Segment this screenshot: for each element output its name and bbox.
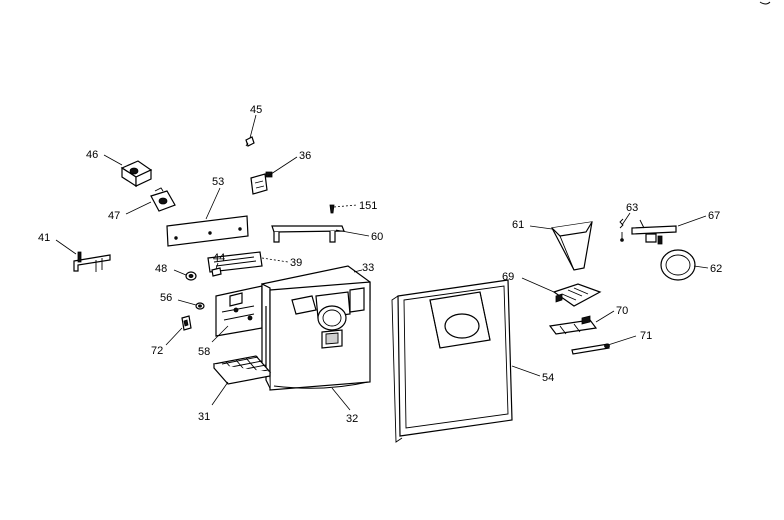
part-56-washer xyxy=(195,302,205,310)
callout-53: 53 xyxy=(212,176,224,188)
leader-61 xyxy=(529,225,553,230)
part-69-flap xyxy=(552,283,602,307)
part-45-clip xyxy=(245,136,255,147)
leader-54 xyxy=(511,365,541,377)
callout-67: 67 xyxy=(708,210,720,222)
leader-70 xyxy=(595,310,615,323)
leader-71 xyxy=(607,335,637,346)
callout-60: 60 xyxy=(371,231,383,243)
callout-70: 70 xyxy=(616,305,628,317)
callout-151: 151 xyxy=(359,200,377,212)
callout-31: 31 xyxy=(198,411,210,423)
part-46-knob xyxy=(120,160,153,188)
part-54-panel xyxy=(391,279,513,443)
part-41-lever xyxy=(73,251,111,272)
callout-45: 45 xyxy=(250,104,262,116)
callout-62: 62 xyxy=(710,263,722,275)
leader-45 xyxy=(249,114,257,139)
part-31-grille xyxy=(212,355,272,385)
leader-72 xyxy=(165,327,183,346)
leader-47 xyxy=(125,201,152,215)
part-47-bracket xyxy=(150,187,176,212)
callout-33: 33 xyxy=(362,262,374,274)
callout-58: 58 xyxy=(198,346,210,358)
callout-47: 47 xyxy=(108,210,120,222)
leader-33 xyxy=(353,269,363,273)
leader-151 xyxy=(333,204,358,208)
callout-56: 56 xyxy=(160,292,172,304)
callout-41: 41 xyxy=(38,232,50,244)
leader-32 xyxy=(331,387,351,411)
part-44-tab xyxy=(211,267,222,277)
callout-36: 36 xyxy=(299,150,311,162)
callout-44: 44 xyxy=(213,252,225,264)
callout-32: 32 xyxy=(346,413,358,425)
leader-56 xyxy=(177,299,197,306)
part-36-switch xyxy=(250,171,273,195)
part-48-nut xyxy=(185,271,197,281)
leader-31 xyxy=(211,381,229,406)
part-39-board xyxy=(207,251,263,273)
leader-60 xyxy=(335,229,370,237)
leader-63 xyxy=(621,212,631,226)
part-53-plate xyxy=(166,215,249,247)
part-61-funnel xyxy=(551,221,593,271)
callout-69: 69 xyxy=(502,271,514,283)
leader-39 xyxy=(261,257,289,263)
part-72-latch xyxy=(181,315,192,331)
leader-53 xyxy=(205,187,221,220)
callout-72: 72 xyxy=(151,345,163,357)
part-70-lever xyxy=(548,315,598,335)
callout-46: 46 xyxy=(86,149,98,161)
part-67-actuator xyxy=(631,219,677,245)
leader-36 xyxy=(267,156,298,177)
leader-48 xyxy=(173,269,187,276)
callout-39: 39 xyxy=(290,257,302,269)
part-58-bracket xyxy=(215,285,263,337)
corner-mark xyxy=(759,1,771,5)
leader-69 xyxy=(521,277,555,293)
leader-67 xyxy=(677,215,707,227)
part-32-housing xyxy=(261,265,371,391)
leader-46 xyxy=(103,154,123,166)
part-151-screw xyxy=(329,204,335,214)
part-60-bracket xyxy=(271,225,345,243)
callout-63: 63 xyxy=(626,202,638,214)
leader-58 xyxy=(211,325,229,343)
leader-41 xyxy=(55,239,77,255)
callout-48: 48 xyxy=(155,263,167,275)
callout-54: 54 xyxy=(542,372,554,384)
leader-62 xyxy=(693,265,709,269)
part-63-spring xyxy=(619,218,624,242)
callout-71: 71 xyxy=(640,330,652,342)
callout-61: 61 xyxy=(512,219,524,231)
part-62-ring xyxy=(660,249,696,281)
part-71-rod xyxy=(571,343,610,355)
leader-44 xyxy=(215,262,219,270)
